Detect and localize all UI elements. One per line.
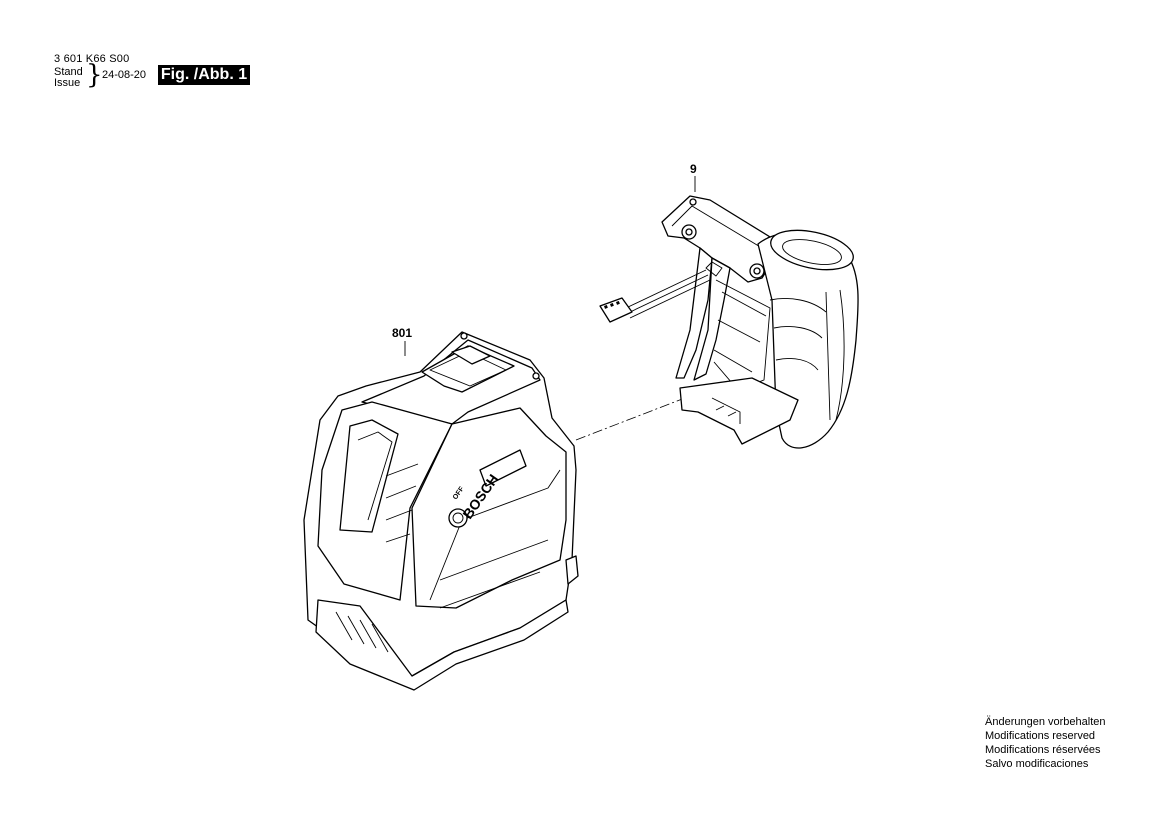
- stand-label: Stand: [54, 66, 83, 78]
- callout-housing: 801: [392, 326, 413, 340]
- holder-bracket: [599, 195, 859, 449]
- note-german: Änderungen vorbehalten: [985, 716, 1106, 728]
- issue-label: Issue: [54, 77, 81, 89]
- note-english: Modifications reserved: [985, 730, 1096, 742]
- assembly-axis: [575, 395, 691, 441]
- note-spanish: Salvo modificaciones: [985, 758, 1089, 770]
- modification-notes: Änderungen vorbehalten Modifications res…: [985, 715, 1105, 771]
- callout-holder: 9: [690, 162, 697, 176]
- figure-label: Fig. /Abb. 1: [158, 65, 250, 85]
- note-french: Modifications réservées: [985, 744, 1101, 756]
- brace-symbol: }: [86, 60, 103, 90]
- part-number: 3 601 K66 S00: [54, 53, 130, 65]
- issue-date: 24-08-20: [102, 69, 147, 81]
- laser-housing: BOSCH OFF: [303, 331, 579, 691]
